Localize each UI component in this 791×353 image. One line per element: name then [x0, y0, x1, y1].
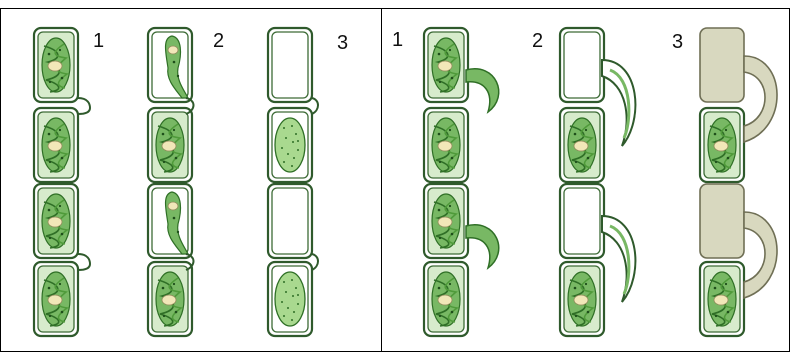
- left-stage-label-2: 2: [213, 30, 224, 52]
- right-stage-label-2: 2: [532, 30, 543, 52]
- left-column-1: [34, 28, 90, 336]
- right-column-2: [560, 28, 635, 336]
- left-column-2: [148, 28, 194, 336]
- left-stage-label-3: 3: [337, 32, 348, 54]
- right-stage-label-3: 3: [672, 31, 683, 53]
- left-column-3: [268, 28, 318, 336]
- left-stage-label-1: 1: [93, 30, 104, 52]
- right-column-1: [424, 28, 499, 336]
- right-column-3: [700, 28, 777, 336]
- right-stage-label-1: 1: [392, 29, 403, 51]
